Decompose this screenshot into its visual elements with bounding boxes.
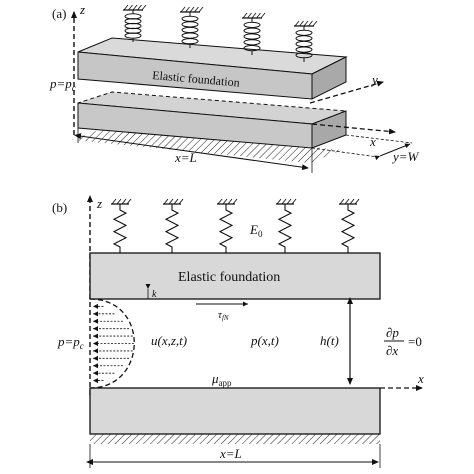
panel-b-elastic-foundation-block [89, 252, 381, 300]
panel-b-pressure-gradient: ∂p ∂x =0 [384, 325, 422, 358]
panel-b-velocity-label: u(x,z,t) [151, 333, 187, 348]
panel-b-velocity-profile [89, 298, 135, 389]
panel-b-modulus-label: E0 [249, 222, 263, 239]
panel-b-spring-2 [163, 198, 184, 253]
panel-b-velocity-arrows [93, 303, 134, 384]
panel-b-x-label: x [417, 371, 424, 386]
panel-a-x-label: x [369, 134, 376, 149]
panel-a-width-label: y=W [391, 149, 420, 164]
panel-a-width-extension-2 [311, 147, 379, 158]
panel-b-spring-3 [217, 198, 238, 253]
panel-a-pressure-label: p=pc [49, 76, 76, 93]
panel-b-dpdx-equals: =0 [408, 334, 422, 349]
panel-b-spring-1 [111, 198, 132, 253]
panel-a-y-label: y [370, 72, 378, 87]
panel-b-gap-label: h(t) [320, 333, 339, 348]
panel-b-spring-4 [276, 198, 297, 253]
panel-b-label: (b) [52, 200, 67, 215]
panel-a-spring-1 [123, 4, 147, 42]
panel-a-width-dimension [374, 143, 411, 161]
panel-a-length-dimension [74, 133, 309, 171]
panel-a-length-label: x=L [174, 150, 197, 165]
panel-a-x-axis [311, 123, 396, 135]
panel-a-springs [123, 4, 318, 62]
panel-b-z-label: z [96, 196, 102, 211]
panel-b: (b) z E0 Elastic foundation x k τfN p=pc… [52, 195, 424, 468]
panel-b-length-label: x=L [219, 446, 242, 461]
panel-b-springs [111, 198, 360, 253]
panel-a-spring-3 [242, 12, 266, 55]
panel-b-pressure-label: p(x,t) [250, 333, 279, 348]
panel-a-width-extension [345, 134, 413, 144]
panel-b-spring-5 [339, 198, 360, 253]
panel-a-spring-4 [294, 20, 318, 62]
panel-b-viscosity-label: μapp [211, 371, 232, 388]
panel-b-pressure-boundary-label: p=pc [57, 334, 84, 351]
panel-b-dpdx-denominator: ∂x [386, 343, 398, 358]
panel-a-y-axis [309, 80, 384, 104]
panel-a-upper-block [77, 37, 348, 100]
panel-b-lower-plate [89, 387, 381, 435]
panel-b-block-title: Elastic foundation [178, 270, 280, 285]
panel-a-z-label: z [79, 2, 85, 17]
panel-b-ground-hatch [90, 434, 380, 444]
panel-b-dpdx-numerator: ∂p [386, 325, 399, 340]
panel-a-spring-2 [180, 6, 204, 48]
panel-a: (a) z Elastic foundation y x y [49, 2, 420, 173]
panel-b-shear-label: τfN [218, 309, 229, 322]
panel-a-label: (a) [52, 6, 66, 21]
panel-b-roughness-label: k [152, 289, 157, 300]
